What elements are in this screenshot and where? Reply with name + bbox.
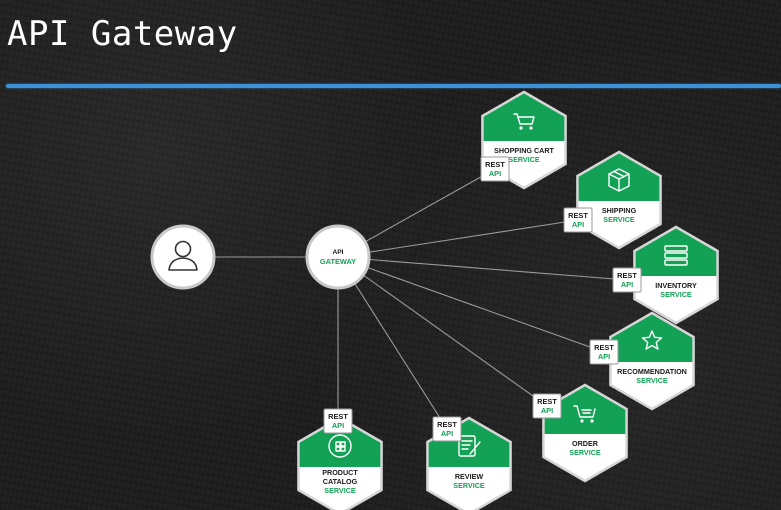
service-sub-label: SERVICE (569, 448, 601, 457)
svg-text:REST: REST (537, 397, 557, 406)
grid-icon (328, 434, 352, 458)
service-sub-label: SERVICE (453, 481, 485, 490)
api-gateway-node: API GATEWAY (305, 224, 371, 290)
service-name-line: PRODUCT (322, 468, 358, 477)
cart-list-icon (573, 405, 596, 423)
title-underline (6, 84, 781, 88)
service-name-line: SHOPPING CART (494, 146, 555, 155)
svg-text:API: API (332, 421, 344, 430)
svg-text:API: API (572, 220, 584, 229)
svg-text:API: API (541, 406, 553, 415)
cart-icon (513, 113, 535, 130)
svg-text:API: API (489, 169, 501, 178)
svg-text:API: API (441, 429, 453, 438)
connection-lines (337, 168, 628, 430)
connector-inventory (337, 256, 628, 281)
svg-text:API: API (598, 352, 610, 361)
svg-text:API: API (621, 280, 633, 289)
client-node (150, 224, 308, 290)
user-icon (168, 240, 198, 271)
slide-title: API Gateway (7, 14, 238, 54)
review-icon (458, 435, 481, 457)
service-sub-label: SERVICE (603, 215, 635, 224)
service-nodes: SHOPPING CARTSERVICERESTAPISHIPPINGSERVI… (297, 90, 719, 510)
svg-text:REST: REST (485, 160, 505, 169)
svg-text:REST: REST (594, 343, 614, 352)
service-sub-label: SERVICE (660, 290, 692, 299)
service-name-line: RECOMMENDATION (617, 367, 687, 376)
svg-text:REST: REST (328, 412, 348, 421)
service-sub-label: SERVICE (508, 155, 540, 164)
service-sub-label: SERVICE (636, 376, 668, 385)
box-icon (608, 168, 630, 192)
service-name-line: REVIEW (455, 472, 484, 481)
svg-text:REST: REST (568, 211, 588, 220)
star-icon (641, 330, 663, 350)
connector-recommendation (337, 256, 605, 353)
svg-text:REST: REST (617, 271, 637, 280)
connector-review (337, 256, 448, 430)
service-name-line: CATALOG (323, 477, 358, 486)
gateway-label-line2: GATEWAY (320, 257, 356, 266)
gateway-label-line1: API (333, 249, 344, 256)
service-name-line: INVENTORY (655, 281, 697, 290)
service-name-line: SHIPPING (602, 206, 637, 215)
svg-text:REST: REST (437, 420, 457, 429)
service-sub-label: SERVICE (324, 486, 356, 495)
connector-shipping (337, 219, 579, 258)
service-name-line: ORDER (572, 439, 599, 448)
stack-icon (664, 245, 688, 266)
connector-order (337, 256, 548, 407)
